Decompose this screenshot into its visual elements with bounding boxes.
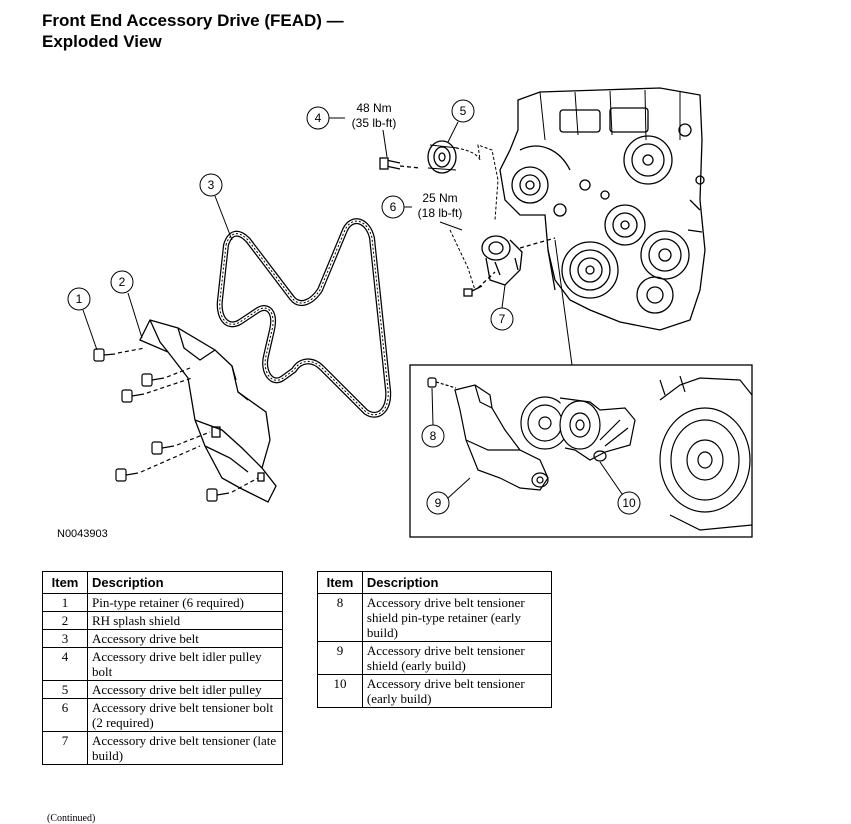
callout-9: 9 [426, 477, 471, 515]
parts-table-right: Item Description 8 Accessory drive belt … [317, 571, 553, 708]
row-description: Pin-type retainer (6 required) [87, 593, 283, 612]
table-row: 10 Accessory drive belt tensioner (early… [317, 674, 553, 708]
row-item: 9 [317, 641, 363, 675]
row-item: 4 [42, 647, 88, 681]
tensioner-assembly [449, 229, 573, 366]
row-item: 3 [42, 629, 88, 648]
header-item: Item [42, 571, 88, 594]
row-item: 1 [42, 593, 88, 612]
callout-1-label: 1 [76, 292, 83, 306]
table-row: 5 Accessory drive belt idler pulley [42, 680, 283, 699]
accessory-drive-belt [216, 218, 392, 418]
callout-1: 1 [67, 287, 98, 351]
callout-4-label: 4 [315, 111, 322, 125]
table-header-row: Item Description [42, 571, 283, 594]
table-row: 6 Accessory drive belt tensioner bolt (2… [42, 698, 283, 732]
callout-2-label: 2 [119, 275, 126, 289]
parts-table-left: Item Description 1 Pin-type retainer (6 … [42, 571, 283, 765]
figure-id: N0043903 [57, 528, 108, 540]
callout-5-label: 5 [460, 104, 467, 118]
header-item: Item [317, 571, 363, 594]
exploded-view-diagram: 1 2 3 4 48 Nm (35 lb-ft) 5 [67, 87, 753, 538]
table-header-row: Item Description [317, 571, 553, 594]
row-description: Accessory drive belt tensioner (late bui… [87, 731, 283, 765]
callout-7: 7 [490, 284, 514, 331]
row-description: Accessory drive belt tensioner shield (e… [361, 641, 553, 675]
rh-splash-shield [139, 319, 277, 503]
table-row: 2 RH splash shield [42, 611, 283, 630]
table-row: 4 Accessory drive belt idler pulley bolt [42, 647, 283, 681]
pin-retainers [93, 347, 259, 502]
callout-10-label: 10 [622, 496, 636, 510]
callout-3-label: 3 [208, 178, 215, 192]
engine-illustration [499, 87, 706, 331]
torque-6-nm: 25 Nm [422, 191, 457, 205]
callout-4: 4 48 Nm (35 lb-ft) [306, 101, 397, 158]
row-description: Accessory drive belt tensioner bolt (2 r… [87, 698, 283, 732]
row-description: Accessory drive belt idler pulley [87, 680, 283, 699]
row-item: 7 [42, 731, 88, 765]
row-description: Accessory drive belt [87, 629, 283, 648]
row-item: 5 [42, 680, 88, 699]
table-row: 7 Accessory drive belt tensioner (late b… [42, 731, 283, 765]
callout-5: 5 [447, 99, 475, 143]
row-description: Accessory drive belt tensioner shield pi… [361, 593, 553, 642]
callout-6: 6 25 Nm (18 lb-ft) [381, 191, 463, 231]
row-description: Accessory drive belt tensioner (early bu… [361, 674, 553, 708]
callout-9-label: 9 [435, 496, 442, 510]
early-build-detail-inset [409, 364, 753, 538]
callout-7-label: 7 [499, 312, 506, 326]
table-row: 3 Accessory drive belt [42, 629, 283, 648]
callout-8: 8 [421, 387, 445, 448]
title-line-1: Front End Accessory Drive (FEAD) — [42, 11, 344, 30]
row-item: 6 [42, 698, 88, 732]
row-description: Accessory drive belt idler pulley bolt [87, 647, 283, 681]
header-description: Description [87, 571, 283, 594]
torque-6-lbft: (18 lb-ft) [418, 206, 463, 220]
callout-10: 10 [599, 461, 641, 515]
row-item: 2 [42, 611, 88, 630]
page-title: Front End Accessory Drive (FEAD) — Explo… [42, 10, 344, 52]
callouts: 1 2 3 4 48 Nm (35 lb-ft) 5 [67, 99, 641, 515]
title-line-2: Exploded View [42, 32, 162, 51]
continued-note: (Continued) [47, 813, 96, 824]
header-description: Description [361, 571, 553, 594]
row-item: 8 [317, 593, 363, 642]
torque-4-lbft: (35 lb-ft) [352, 116, 397, 130]
callout-2: 2 [110, 270, 143, 339]
callout-6-label: 6 [390, 200, 397, 214]
idler-pulley-assembly [379, 140, 499, 221]
table-row: 1 Pin-type retainer (6 required) [42, 593, 283, 612]
torque-4-nm: 48 Nm [356, 101, 391, 115]
table-row: 8 Accessory drive belt tensioner shield … [317, 593, 553, 642]
table-row: 9 Accessory drive belt tensioner shield … [317, 641, 553, 675]
callout-3: 3 [199, 173, 233, 241]
callout-8-label: 8 [430, 429, 437, 443]
row-item: 10 [317, 674, 363, 708]
row-description: RH splash shield [87, 611, 283, 630]
